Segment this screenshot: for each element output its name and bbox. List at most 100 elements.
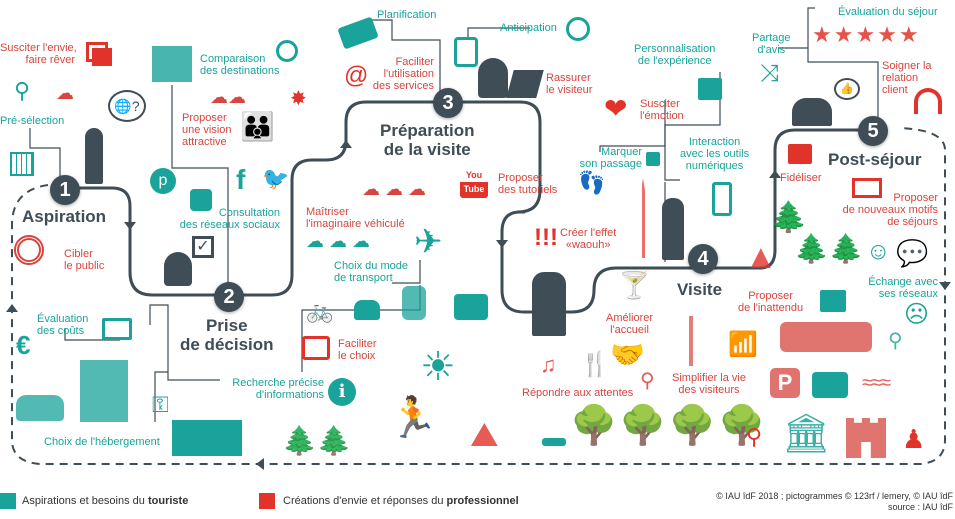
label-simplifier: Simplifier la vie des visiteurs [672, 372, 746, 396]
share-icon: ⤨ [760, 60, 780, 87]
fireworks-icon: ✸ [290, 88, 307, 110]
location-pin-icon: ⚲ [888, 330, 903, 352]
legend-pro-bold: professionnel [446, 495, 519, 507]
instagram-icon [190, 189, 212, 211]
mountain-icon: ⛰ [470, 416, 499, 454]
label-cibler-public: Cibler le public [64, 248, 105, 272]
location-pin-icon: ⚲ [746, 424, 763, 449]
credits-line2: source : IAU îdF [887, 502, 953, 512]
bus-icon [780, 322, 872, 352]
train-icon [402, 286, 426, 320]
stage-5-number: 5 [858, 116, 888, 146]
label-consultation: Consultation des réseaux sociaux [179, 207, 280, 231]
label-nouveaux-motifs: Proposer de nouveaux motifs de séjours [842, 192, 938, 228]
legend-tourist-bold: touriste [147, 495, 189, 507]
credit-card-icon [102, 318, 132, 340]
handshake-icon: 🤝 [610, 339, 645, 370]
info-icon: i [328, 378, 356, 406]
label-marquer: Marquer son passage [579, 146, 642, 170]
music-note-icon: ♫ [540, 352, 557, 377]
caravan-icon [16, 395, 64, 421]
legend-tourist-swatch [0, 493, 16, 509]
photo-frame-back-icon [92, 48, 112, 66]
envelope-icon [852, 178, 882, 198]
key-icon: ⚿ [152, 392, 169, 417]
calendar-icon [10, 152, 34, 176]
suitcase-icon [454, 294, 488, 320]
stage-2-title: Prise de décision [180, 316, 274, 354]
label-soigner: Soigner la relation client [882, 60, 932, 96]
id-card-icon [788, 144, 812, 164]
chat-bubbles-icon: 💬 [896, 238, 929, 268]
person-laptop-icon [164, 252, 192, 286]
deciduous-trees-icon: 🌳🌳🌳🌳 [570, 405, 768, 447]
stage-3-number: 3 [433, 88, 463, 118]
label-recherche: Recherche précise d'informations [232, 377, 324, 401]
stage-1-number: 1 [50, 175, 80, 205]
waves-icon: ≈≈≈ [862, 372, 891, 394]
label-vision: Proposer une vision attractive [182, 112, 232, 148]
rating-stars-icon: ★★★★★ [812, 22, 921, 48]
thumbs-up-bubble-icon: 👍 [834, 78, 860, 100]
museum-icon: 🏛 [782, 413, 831, 455]
label-maitriser: Maîtriser l'imaginaire véhiculé [306, 206, 405, 230]
fir-trees-icon: 🌲🌲 [794, 233, 864, 264]
gift-icon [820, 290, 846, 312]
label-rassurer: Rassurer le visiteur [546, 72, 593, 96]
teepee-icon: ▲ [744, 238, 778, 276]
stage-4-number: 4 [688, 244, 718, 274]
parking-icon: P [770, 368, 800, 398]
cloud-icon: ☁ ☁ ☁ [362, 179, 427, 199]
label-faciliter-choix: Faciliter le choix [338, 338, 377, 362]
facebook-icon: f [236, 164, 246, 195]
label-fideliser: Fidéliser [780, 172, 822, 184]
label-waouh: Créer l'effet «waouh» [560, 227, 617, 251]
stars: ★★★★★ [812, 22, 921, 47]
twitter-icon: 🐦 [262, 166, 290, 191]
label-anticipation: Anticipation [500, 22, 557, 34]
label-susciter-envie: Susciter l'envie, faire rêver [0, 42, 77, 66]
label-interaction: Interaction avec les outils numériques [680, 136, 750, 172]
legend-tourist-text: Aspirations et besoins du [22, 495, 148, 507]
at-icon: @ [344, 62, 369, 89]
label-comparaison: Comparaison des destinations [200, 53, 280, 77]
running-person-icon: 🏃 [388, 396, 438, 440]
credits: © IAU îdF 2018 ; pictogrammes © 123rf / … [716, 491, 953, 513]
legend-tourist: Aspirations et besoins du touriste [22, 493, 188, 509]
lock-icon [646, 152, 660, 166]
person-photo-icon [662, 198, 684, 260]
edit-form-icon [302, 336, 330, 360]
thinking-person-icon [85, 128, 103, 184]
label-partage: Partage d'avis [752, 32, 791, 56]
credits-line1: © IAU îdF 2018 ; pictogrammes © 123rf / … [716, 491, 953, 501]
footprints-icon: 👣 [578, 170, 606, 195]
fork-knife-icon: 🍴 [580, 351, 610, 378]
signpost-icon [674, 316, 708, 366]
cloud-icon: ☁ [56, 83, 74, 103]
heart-icon: ❤ [604, 93, 628, 124]
tablet-icon [454, 37, 478, 67]
label-inattendu: Proposer de l'inattendu [738, 290, 804, 314]
camera-icon [812, 372, 848, 398]
fir-tree-icon: 🌲 [770, 201, 808, 234]
exclamation-icon: !!! [534, 224, 558, 251]
legend-pro: Créations d'envie et réponses du profess… [283, 493, 519, 509]
pine-trees-icon: 🌲🌲 [282, 425, 352, 456]
label-pre-selection: Pré-sélection [0, 115, 65, 127]
legend-pro-swatch [259, 493, 275, 509]
pinterest-icon: p [150, 168, 176, 194]
label-choix-hebergement: Choix de l'hébergement [44, 436, 160, 448]
euro-icon: € [16, 330, 31, 360]
label-planification: Planification [377, 9, 437, 21]
label-evaluation-sejour: Évaluation du séjour [838, 6, 938, 18]
label-repondre: Répondre aux attentes [522, 387, 634, 399]
castle-icon [172, 420, 242, 456]
label-tutoriels: Proposer des tutoriels [498, 172, 558, 196]
label-evaluation-couts: Évaluation des coûts [37, 313, 89, 337]
smartphone-icon [712, 182, 732, 216]
location-pin-icon: ⚲ [640, 370, 655, 392]
label-choix-transport: Choix du mode de transport [334, 260, 408, 284]
legend-pro-text: Créations d'envie et réponses du [283, 495, 447, 507]
